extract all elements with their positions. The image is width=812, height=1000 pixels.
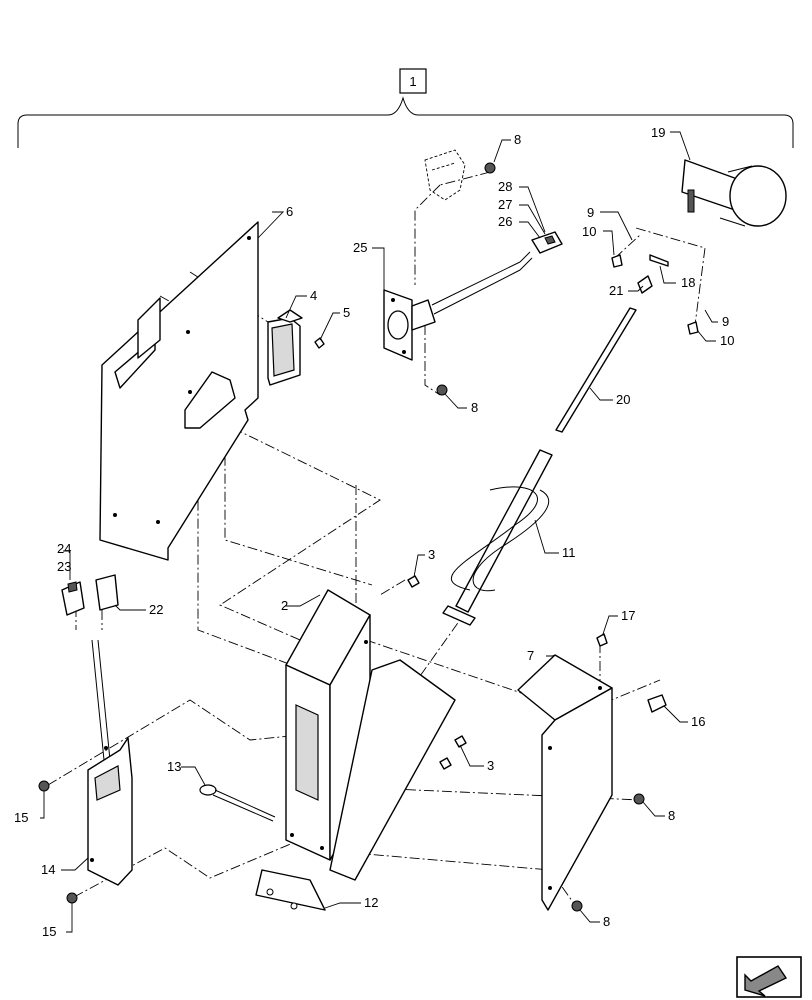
callout-14: 14 <box>41 862 55 877</box>
nut <box>633 793 645 805</box>
callout-11: 11 <box>562 545 576 560</box>
assembly-callout: 1 <box>409 74 416 89</box>
arrow-navigation-icon[interactable] <box>736 956 802 998</box>
callout-9-top: 9 <box>587 205 594 220</box>
screw <box>596 633 608 647</box>
callout-5: 5 <box>343 305 350 320</box>
sensor-plate-assembly <box>383 251 533 361</box>
harness-cable <box>91 639 111 761</box>
coupling-key <box>649 254 669 267</box>
washer <box>627 231 633 241</box>
harness-connector-socket <box>95 574 119 611</box>
callout-12: 12 <box>364 895 378 910</box>
callout-8-cover: 8 <box>668 808 675 823</box>
nut <box>436 384 448 396</box>
pin <box>199 784 276 822</box>
callout-16: 16 <box>691 714 705 729</box>
control-module <box>87 737 133 886</box>
hinge <box>255 869 326 911</box>
screw <box>314 337 325 349</box>
side-plate <box>99 221 259 561</box>
callout-21: 21 <box>609 283 623 298</box>
callout-8-bottom: 8 <box>603 914 610 929</box>
bolt <box>687 321 699 335</box>
sensor-connector <box>531 231 563 254</box>
callout-15-bottom: 15 <box>42 924 56 939</box>
mounting-bracket <box>267 309 303 386</box>
callout-28: 28 <box>498 179 512 194</box>
callout-labels: 6 4 5 25 8 28 27 26 8 19 9 10 21 18 9 10… <box>14 125 734 939</box>
callout-25: 25 <box>353 240 367 255</box>
nut <box>571 900 583 912</box>
retaining-clip <box>647 694 667 713</box>
nut <box>484 162 496 174</box>
chute-plate <box>329 659 456 881</box>
callout-7: 7 <box>527 648 534 663</box>
auger <box>442 449 553 626</box>
leader-lines <box>40 131 718 933</box>
motor <box>681 159 787 227</box>
callout-15-top: 15 <box>14 810 28 825</box>
callout-18: 18 <box>681 275 695 290</box>
callout-27: 27 <box>498 197 512 212</box>
callout-3-top: 3 <box>428 547 435 562</box>
phantom-connector <box>424 149 466 201</box>
callout-8-top: 8 <box>514 132 521 147</box>
assembly-callout-box <box>399 68 427 94</box>
callout-3-bottom: 3 <box>487 758 494 773</box>
screw <box>439 757 452 770</box>
assembly-bracket: 1 <box>17 68 794 148</box>
shaft-sleeve <box>637 275 653 294</box>
callout-20: 20 <box>616 392 630 407</box>
callout-13: 13 <box>167 759 181 774</box>
callout-26: 26 <box>498 214 512 229</box>
callout-4: 4 <box>310 288 317 303</box>
clip <box>66 892 78 904</box>
screw <box>454 735 467 748</box>
drive-shaft <box>555 307 637 433</box>
bolt <box>611 254 623 268</box>
callout-9-bottom: 9 <box>722 314 729 329</box>
harness-connector-plug <box>61 581 85 616</box>
callout-23: 23 <box>57 559 71 574</box>
callout-10-top: 10 <box>582 224 596 239</box>
cover-plate <box>517 654 613 911</box>
callout-19: 19 <box>651 125 665 140</box>
callout-6: 6 <box>286 204 293 219</box>
callout-10-bottom: 10 <box>720 333 734 348</box>
callout-8-sensor: 8 <box>471 400 478 415</box>
callout-22: 22 <box>149 602 163 617</box>
clip <box>38 780 50 792</box>
screw <box>407 575 420 588</box>
callout-24: 24 <box>57 541 71 556</box>
callout-2: 2 <box>281 598 288 613</box>
callout-17: 17 <box>621 608 635 623</box>
